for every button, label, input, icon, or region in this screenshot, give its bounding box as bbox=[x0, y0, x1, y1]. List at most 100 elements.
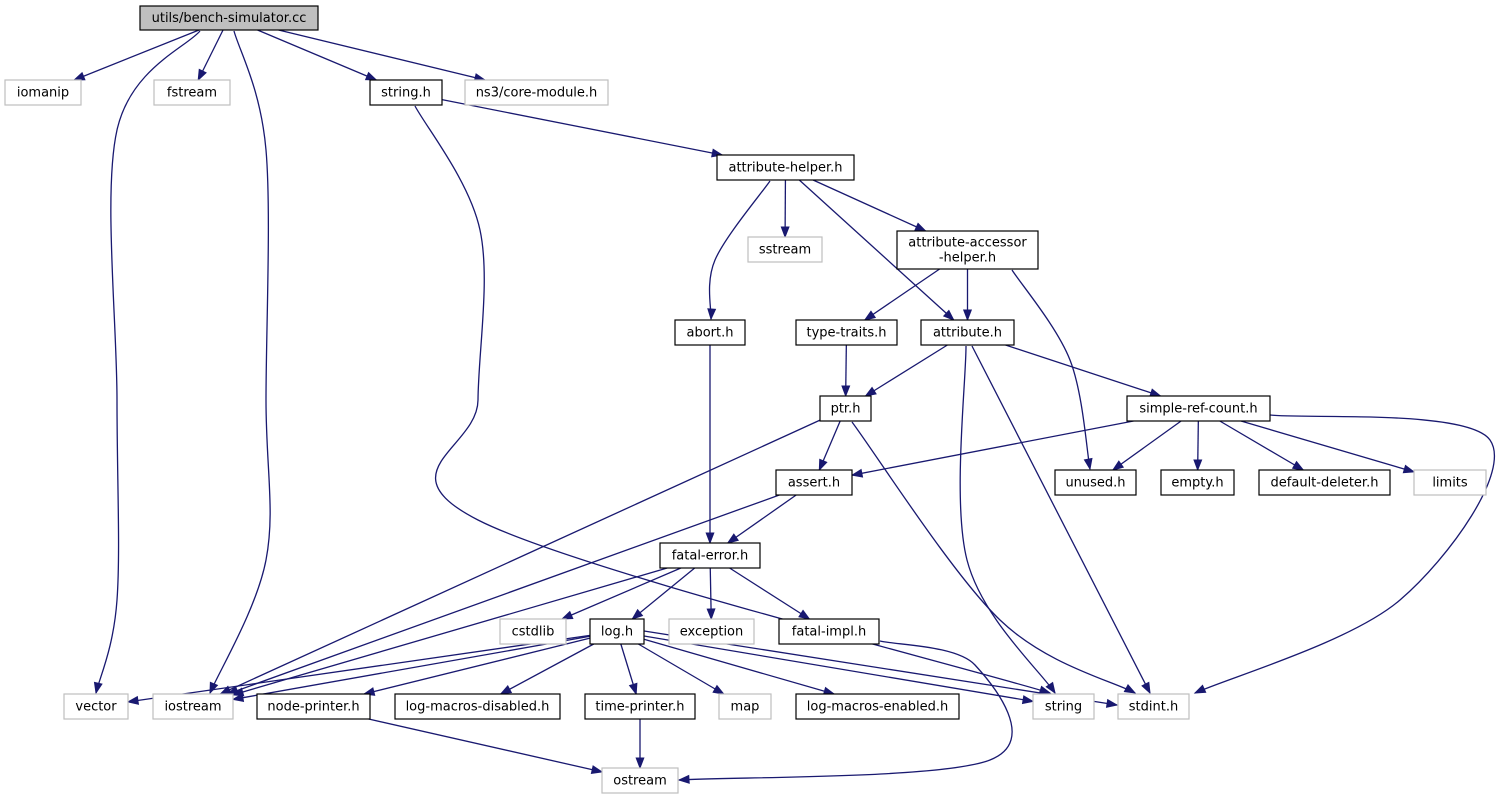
node-box bbox=[775, 469, 853, 496]
arrow-head-icon bbox=[631, 608, 644, 620]
node-default-del[interactable]: default-deleter.h bbox=[1258, 469, 1391, 496]
arrow-head-icon bbox=[864, 386, 877, 397]
node-map[interactable]: map bbox=[718, 693, 772, 720]
node-limits[interactable]: limits bbox=[1413, 469, 1487, 496]
node-assert[interactable]: assert.h bbox=[775, 469, 853, 496]
node-node-printer[interactable]: node-printer.h bbox=[256, 693, 371, 720]
edge-line bbox=[1112, 420, 1182, 471]
node-stdint[interactable]: stdint.h bbox=[1117, 693, 1190, 720]
node-label: map bbox=[731, 700, 760, 715]
node-log-dis[interactable]: log-macros-disabled.h bbox=[394, 693, 561, 720]
node-iomanip[interactable]: iomanip bbox=[4, 79, 82, 106]
node-label: attribute.h bbox=[933, 326, 1002, 341]
edge-line bbox=[368, 718, 603, 773]
arrow-head-icon bbox=[1021, 695, 1035, 705]
node-label: default-deleter.h bbox=[1271, 476, 1379, 491]
arrow-head-icon bbox=[705, 532, 715, 545]
node-attribute[interactable]: attribute.h bbox=[920, 319, 1015, 346]
edge-line bbox=[638, 643, 724, 695]
arrow-head-icon bbox=[231, 693, 245, 703]
node-box bbox=[152, 693, 234, 720]
node-attr-acc[interactable]: attribute-accessor-helper.h bbox=[896, 230, 1039, 270]
edge-simple_ref-to-stdint bbox=[1193, 414, 1496, 694]
edge-string_h-to-attr_helper bbox=[441, 98, 724, 158]
edge-log-to-map bbox=[638, 643, 725, 695]
node-label: attribute-helper.h bbox=[728, 161, 842, 176]
arrow-head-icon bbox=[677, 774, 690, 784]
node-label: attribute-accessor bbox=[908, 236, 1027, 251]
edge-line bbox=[851, 420, 1134, 476]
edge-simple_ref-to-empty bbox=[1193, 420, 1203, 472]
node-label: simple-ref-count.h bbox=[1139, 402, 1257, 417]
node-label: assert.h bbox=[788, 476, 840, 491]
node-bench[interactable]: utils/bench-simulator.cc bbox=[139, 5, 319, 31]
arrow-head-icon bbox=[1291, 460, 1305, 471]
node-label: utils/bench-simulator.cc bbox=[152, 11, 307, 26]
node-label: iomanip bbox=[17, 86, 69, 101]
node-unused[interactable]: unused.h bbox=[1054, 469, 1137, 496]
node-box bbox=[747, 236, 823, 263]
edge-attr_acc-to-type_traits bbox=[863, 268, 940, 321]
edge-attr_helper-to-sstream bbox=[780, 179, 790, 239]
node-iostream[interactable]: iostream bbox=[152, 693, 234, 720]
edge-bench-to-iomanip bbox=[72, 29, 200, 81]
arrow-head-icon bbox=[1111, 460, 1125, 471]
node-box bbox=[920, 319, 1015, 346]
arrow-head-icon bbox=[962, 309, 973, 322]
node-abort[interactable]: abort.h bbox=[674, 319, 746, 346]
node-ns3core[interactable]: ns3/core-module.h bbox=[464, 79, 609, 106]
edge-attr_acc-to-attribute bbox=[962, 269, 973, 322]
node-fstream[interactable]: fstream bbox=[153, 79, 231, 106]
edge-line bbox=[414, 105, 1051, 694]
edge-attribute-to-string bbox=[959, 345, 1056, 695]
node-ostream[interactable]: ostream bbox=[601, 767, 679, 794]
node-log[interactable]: log.h bbox=[589, 618, 645, 645]
edge-line bbox=[73, 29, 200, 81]
node-simple-ref[interactable]: simple-ref-count.h bbox=[1126, 395, 1271, 422]
node-box bbox=[819, 395, 872, 422]
node-attr-helper[interactable]: attribute-helper.h bbox=[716, 154, 855, 181]
node-empty[interactable]: empty.h bbox=[1160, 469, 1235, 496]
edge-line bbox=[232, 567, 668, 696]
node-box bbox=[1258, 469, 1391, 496]
edge-line bbox=[959, 345, 1056, 694]
edge-line bbox=[232, 635, 591, 701]
arrow-head-icon bbox=[942, 309, 955, 321]
node-label: node-printer.h bbox=[267, 700, 359, 715]
node-exception[interactable]: exception bbox=[668, 618, 755, 645]
node-label: string.h bbox=[381, 86, 431, 101]
edge-line bbox=[971, 345, 1151, 694]
node-log-en[interactable]: log-macros-enabled.h bbox=[795, 693, 960, 720]
arrow-head-icon bbox=[726, 533, 740, 544]
node-fatal-impl[interactable]: fatal-impl.h bbox=[778, 618, 880, 645]
edge-fatal_error-to-iostream bbox=[231, 567, 668, 697]
node-ptr[interactable]: ptr.h bbox=[819, 395, 872, 422]
edge-line bbox=[278, 29, 486, 81]
edge-node_printer-to-ostream bbox=[368, 718, 604, 774]
arrow-head-icon bbox=[364, 71, 378, 81]
node-cstdlib[interactable]: cstdlib bbox=[499, 618, 567, 645]
edge-attr_helper-to-abort bbox=[707, 180, 771, 321]
node-vector[interactable]: vector bbox=[63, 693, 129, 720]
node-time-printer[interactable]: time-printer.h bbox=[584, 693, 696, 720]
edge-fatal_error-to-fatal_impl bbox=[729, 567, 811, 620]
edge-line bbox=[500, 643, 595, 695]
node-label: limits bbox=[1432, 476, 1468, 491]
arrow-head-icon bbox=[628, 682, 638, 696]
node-label: string bbox=[1045, 700, 1082, 715]
edge-line bbox=[561, 567, 682, 620]
node-type-traits[interactable]: type-traits.h bbox=[795, 319, 898, 346]
edge-line bbox=[257, 29, 377, 81]
node-string[interactable]: string bbox=[1032, 693, 1095, 720]
node-label: time-printer.h bbox=[595, 700, 684, 715]
arrow-head-icon bbox=[798, 609, 811, 620]
node-fatal-error[interactable]: fatal-error.h bbox=[659, 542, 761, 569]
node-string-h[interactable]: string.h bbox=[369, 79, 443, 106]
node-box bbox=[718, 693, 772, 720]
node-box bbox=[139, 5, 319, 31]
node-box bbox=[256, 693, 371, 720]
node-label: ns3/core-module.h bbox=[476, 86, 598, 101]
node-sstream[interactable]: sstream bbox=[747, 236, 823, 263]
edge-line bbox=[729, 567, 810, 620]
edge-fatal_error-to-exception bbox=[706, 567, 716, 621]
